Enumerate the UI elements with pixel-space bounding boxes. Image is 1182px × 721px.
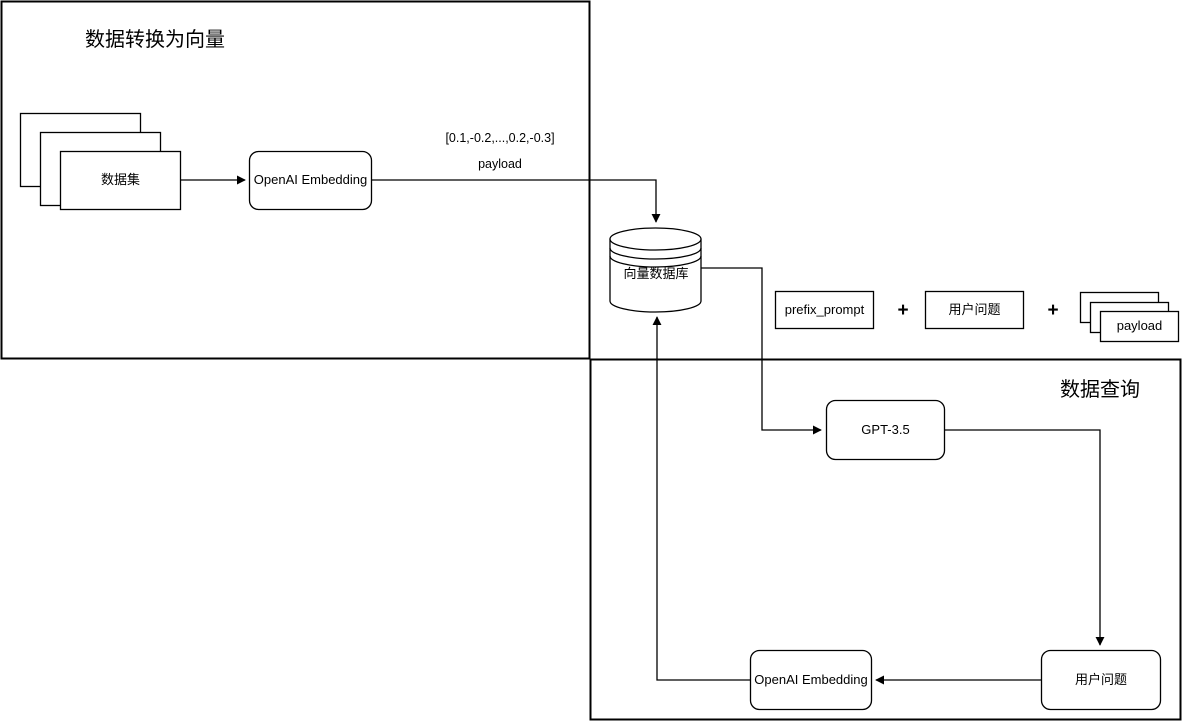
vector-db-top-ellipse xyxy=(609,227,702,251)
edge-label-vector-values: [0.1,-0.2,...,0.2,-0.3] xyxy=(445,131,555,145)
edge-label-payload: payload xyxy=(478,157,522,171)
user-question-box[interactable] xyxy=(1040,649,1162,711)
edge-vectordb-to-gpt xyxy=(701,267,822,435)
gpt-box[interactable] xyxy=(825,399,946,461)
embedding-query-box[interactable] xyxy=(749,649,873,711)
prefix-prompt-box[interactable] xyxy=(774,290,875,330)
vector-db-ridge-2 xyxy=(609,255,702,268)
user-question-prompt-box[interactable] xyxy=(924,290,1025,330)
edge-gpt-to-user-question xyxy=(945,429,1105,646)
section-title-query: 数据查询 xyxy=(1060,379,1140,401)
edge-embedding-query-to-vectordb xyxy=(652,316,750,681)
edge-embedding-to-vectordb xyxy=(371,179,661,223)
vector-db-ridge-1 xyxy=(609,247,702,260)
plus-operator-2: + xyxy=(1047,300,1059,321)
payload-stack-front xyxy=(1099,310,1180,343)
dataset-stack-front xyxy=(59,150,182,211)
section-title-ingest: 数据转换为向量 xyxy=(85,29,225,51)
plus-operator-1: + xyxy=(897,300,909,321)
embedding-ingest-box[interactable] xyxy=(248,150,373,211)
